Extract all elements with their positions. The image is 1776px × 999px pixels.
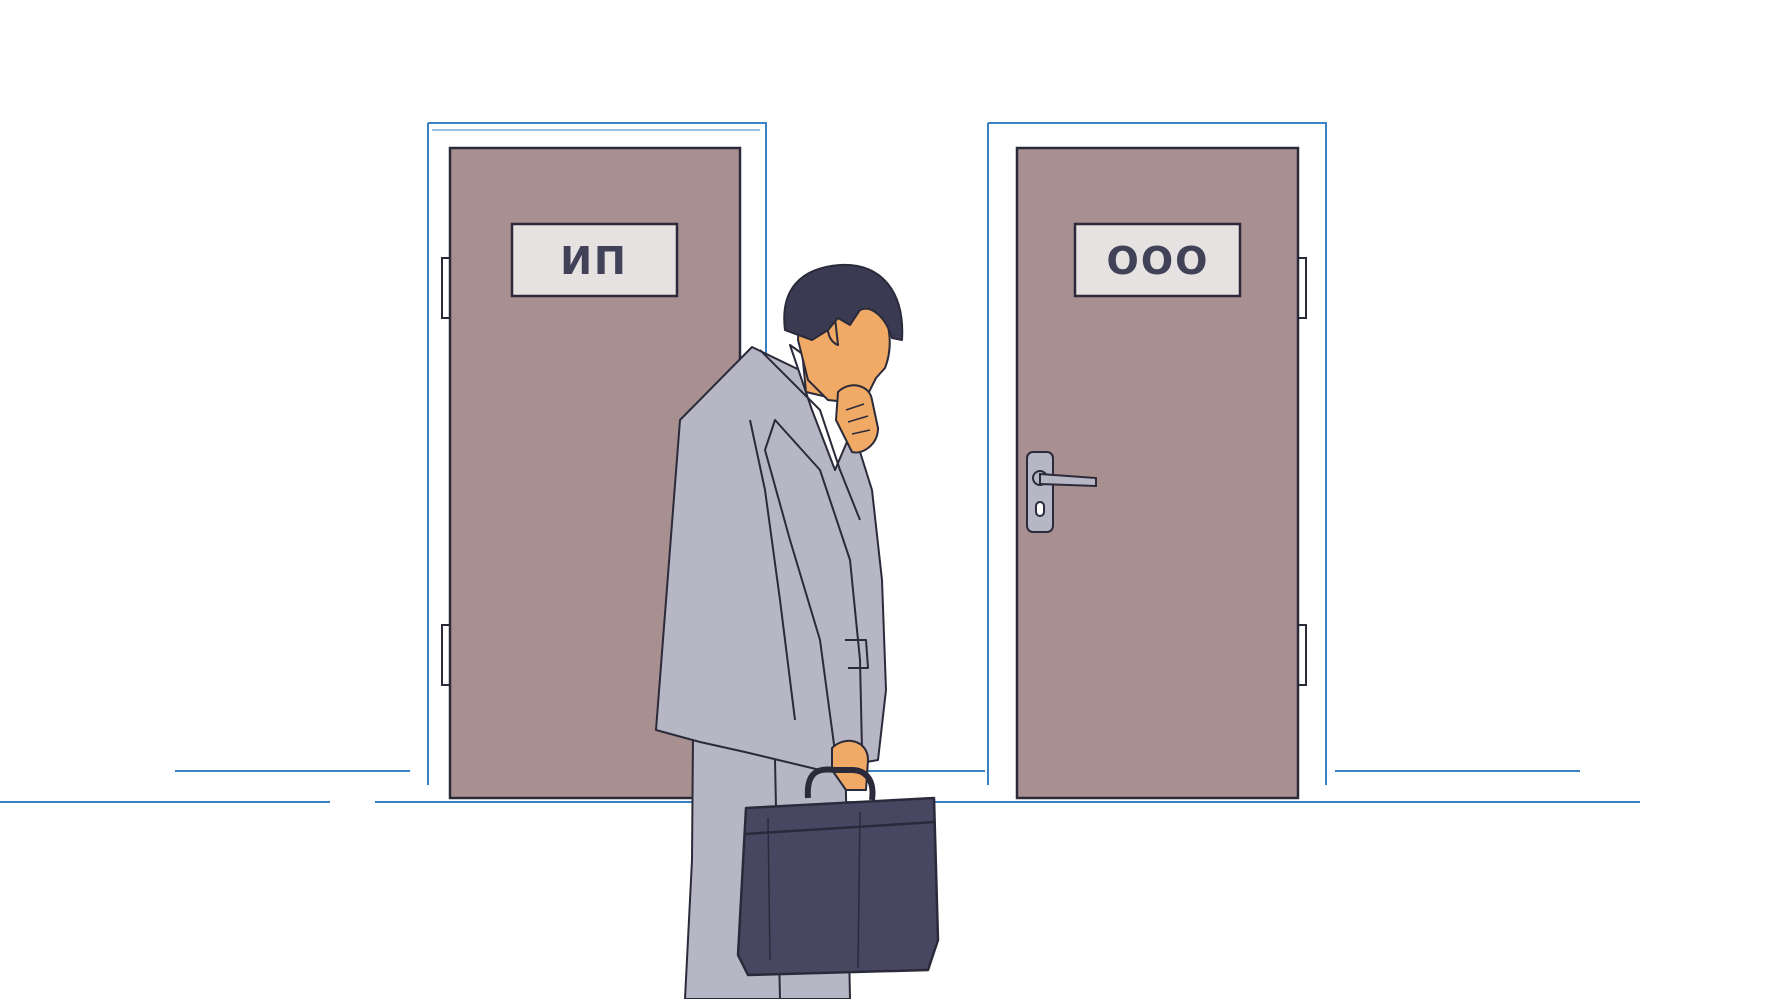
- hand-on-briefcase: [831, 739, 869, 791]
- right-door-sign: ООО: [1107, 239, 1210, 283]
- left-door-sign: ИП: [560, 239, 628, 283]
- briefcase-icon: [736, 766, 940, 977]
- right-door: ООО: [1015, 146, 1307, 800]
- floor-lines: [0, 770, 1640, 803]
- hair: [783, 263, 904, 341]
- right-door-frame: [987, 122, 1327, 785]
- door-handle-icon: [1026, 451, 1097, 533]
